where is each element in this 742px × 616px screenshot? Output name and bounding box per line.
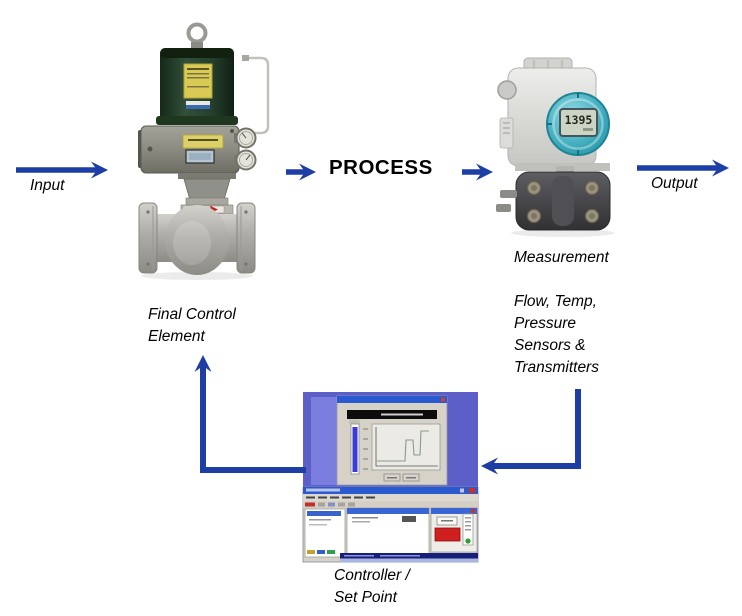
faceplate-titlebar	[337, 396, 447, 403]
measurement-label: Measurement	[514, 249, 609, 266]
valve-shadow	[141, 272, 253, 280]
valve-actuator	[156, 48, 238, 125]
controller-screenshot-image	[302, 392, 479, 563]
workstation-tree-panel	[304, 508, 346, 558]
signal-arrows	[16, 159, 729, 475]
positioner-label	[182, 134, 224, 149]
valve-lifting-ring	[186, 22, 208, 44]
transmitter-shadow	[511, 229, 615, 237]
controller-set-point-label: Controller / Set Point	[334, 567, 410, 606]
actuator-tubing	[245, 56, 270, 135]
sensors-label: Flow, Temp, Pressure Sensors & Transmitt…	[514, 293, 599, 376]
pressure-transmitter-image: 1395	[496, 57, 615, 237]
final-control-element-label: Final Control Element	[148, 306, 236, 345]
transmitter-display-bezel: 1395	[546, 92, 610, 156]
controller-to-valve-arrow	[194, 355, 306, 473]
workstation-menubar	[303, 494, 478, 501]
positioner-gauges	[234, 127, 257, 171]
screenshot-workstation-window	[302, 486, 479, 563]
workstation-list-panel	[346, 507, 430, 559]
alarm-green-indicator	[465, 538, 471, 544]
screenshot-faceplate-window	[336, 395, 448, 486]
workstation-titlebar	[303, 487, 478, 494]
valve-body	[138, 202, 256, 275]
valve-positioner	[138, 125, 257, 174]
transmitter-process-flange	[496, 166, 611, 231]
input-label: Input	[30, 177, 65, 194]
trend-line	[377, 430, 429, 462]
list-panel-button	[402, 516, 416, 522]
cable-gland	[497, 80, 517, 100]
alarm-red-button	[434, 527, 461, 542]
process-label: PROCESS	[329, 156, 433, 179]
transmitter-lcd-value: 1395	[565, 113, 593, 127]
measurement-to-controller-arrow	[481, 389, 581, 475]
workstation-toolbar	[303, 501, 478, 508]
control-valve-image	[138, 22, 270, 280]
output-label: Output	[651, 175, 698, 192]
